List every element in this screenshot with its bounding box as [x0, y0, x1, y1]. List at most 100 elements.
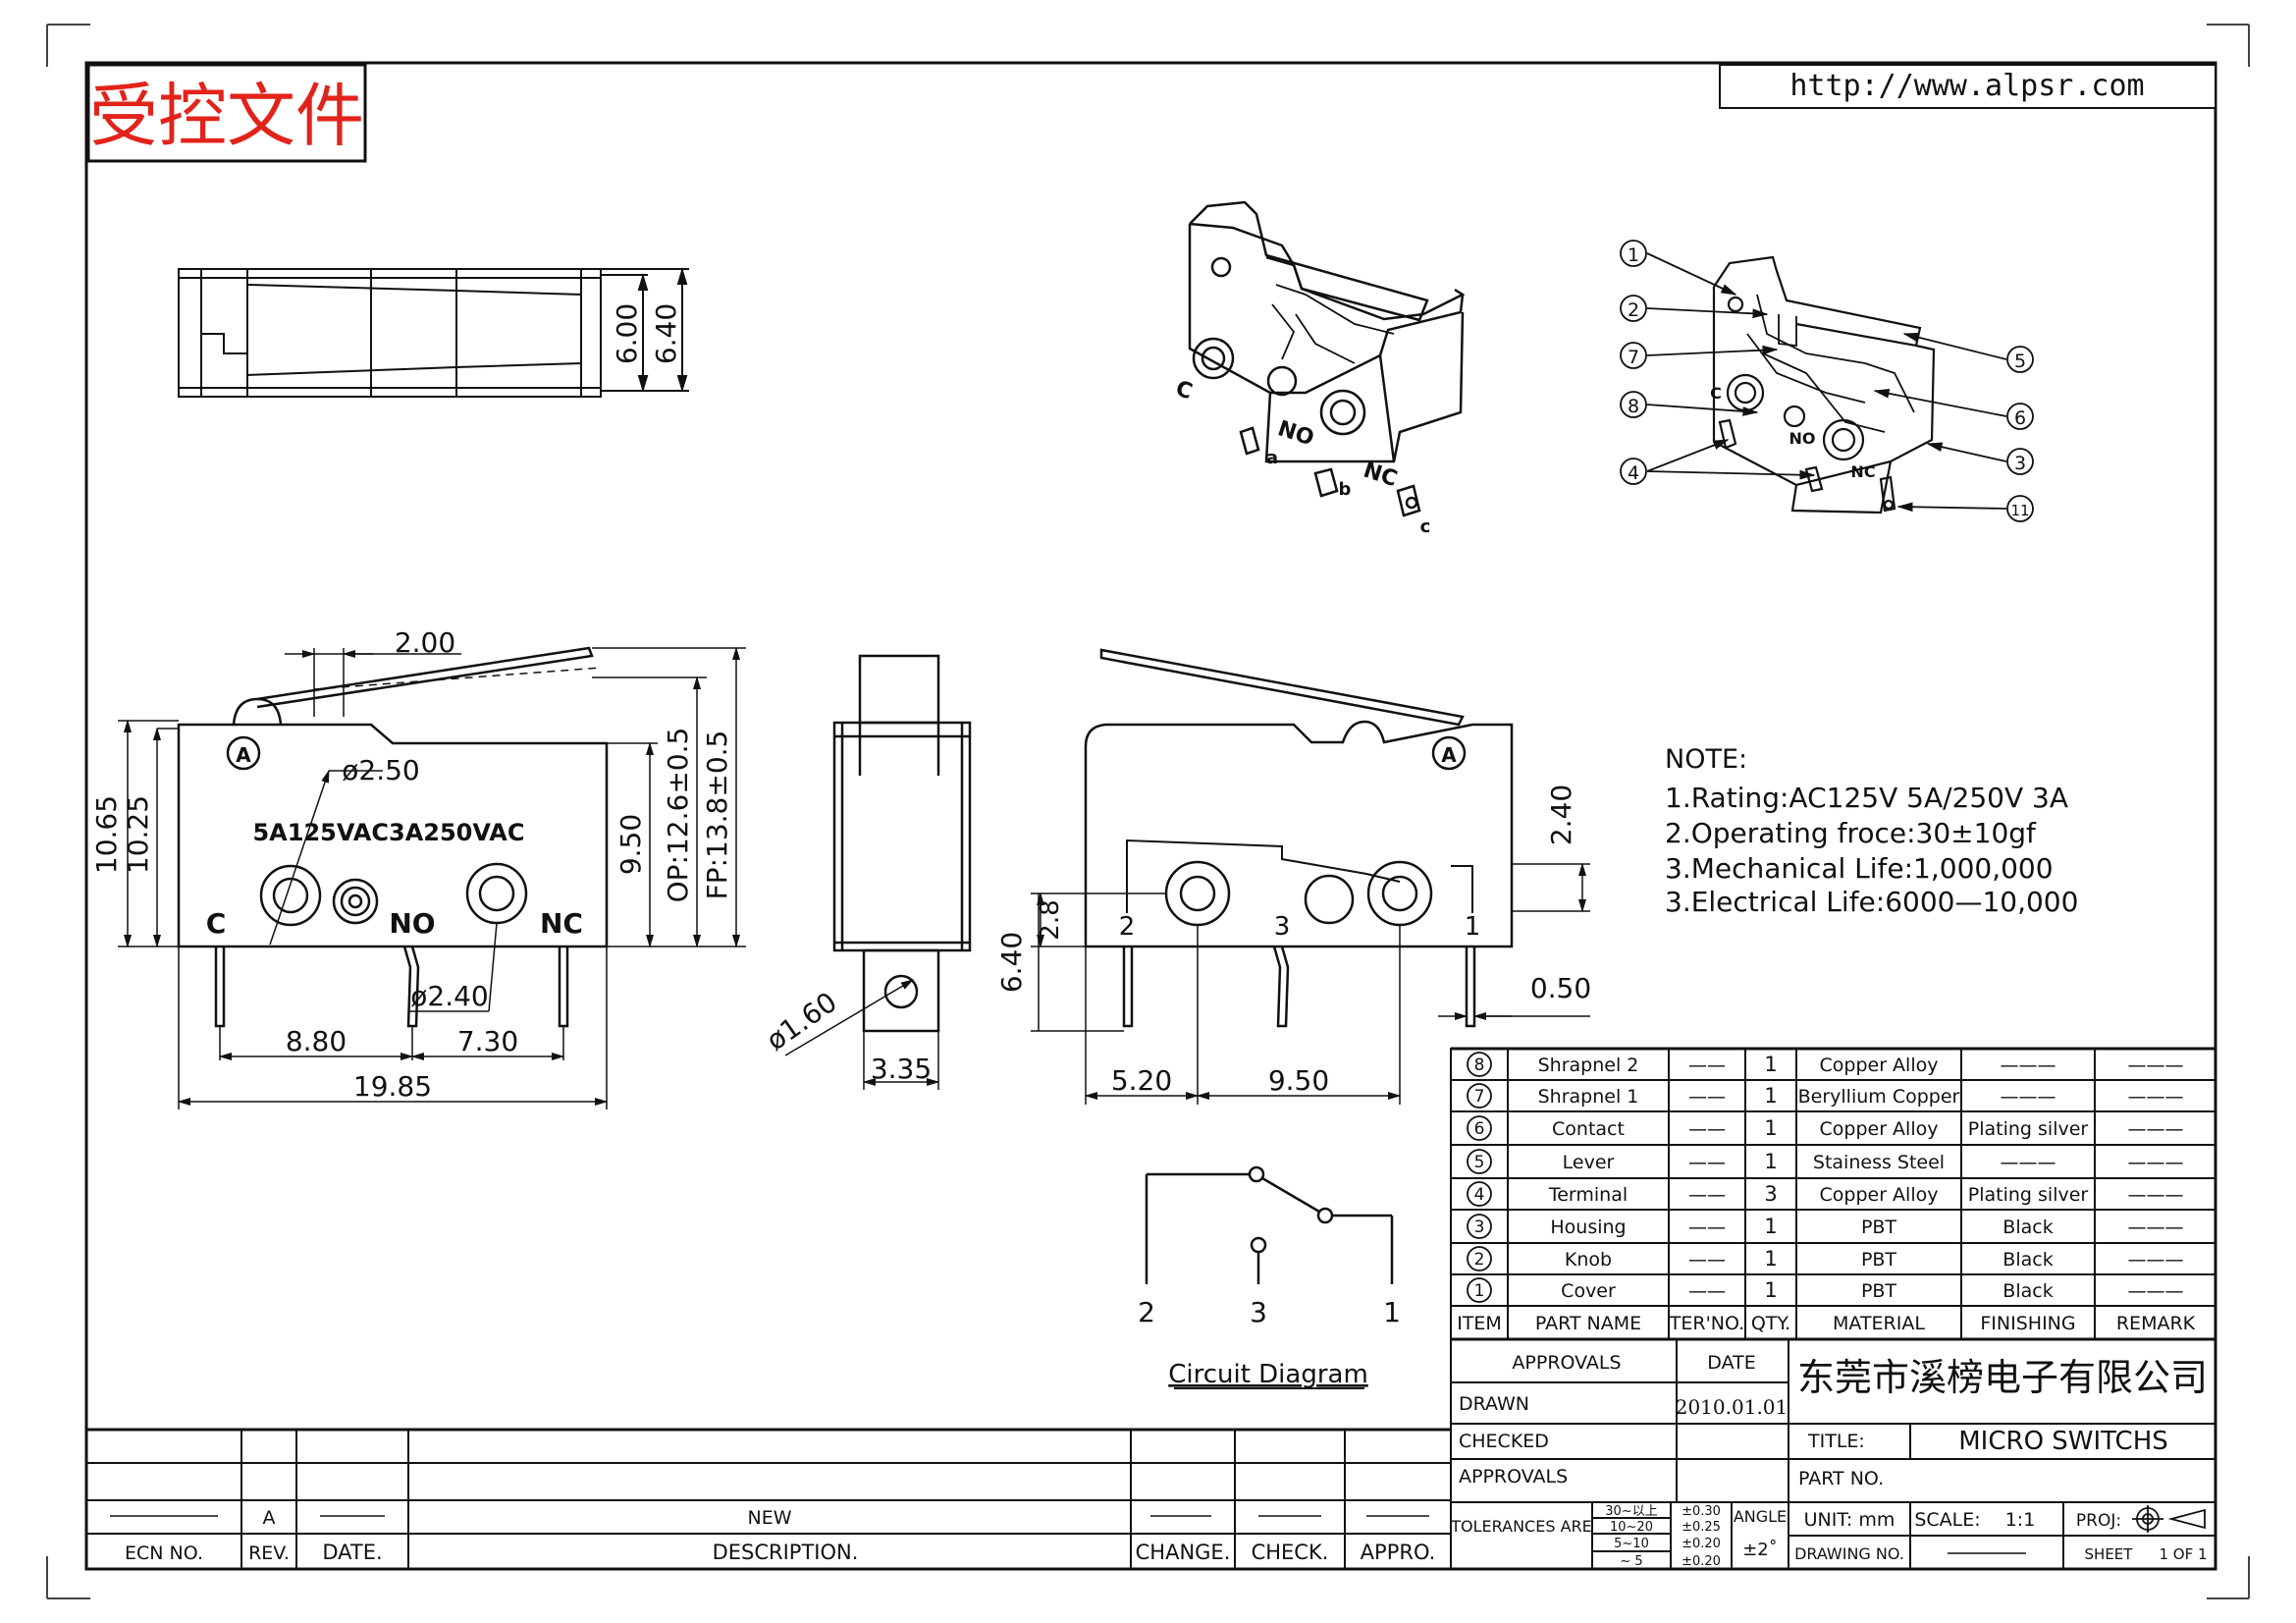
callout-leaders: [1620, 240, 2034, 522]
isometric-view: [1188, 200, 1466, 517]
bom-cell-finishing: Black: [2002, 1249, 2053, 1271]
internal-pin-1: 1: [1465, 912, 1481, 942]
dim-front-10-65: 10.65: [90, 795, 123, 874]
iso-label-c: C: [1172, 376, 1195, 405]
bom-item-circle: [1467, 1052, 1492, 1077]
iso-label-cc: c: [1420, 516, 1431, 537]
rev-row-rev: A: [263, 1507, 276, 1529]
tb-angle-label: ANGLE: [1734, 1507, 1787, 1526]
bom-header-item: ITEM: [1457, 1313, 1502, 1334]
bom-cell-finishing: ———: [2001, 1055, 2056, 1076]
dim-front-19-85: 19.85: [353, 1070, 432, 1103]
tb-tol-value-3: ±0.20: [1682, 1537, 1721, 1551]
bom-cell-part-name: Cover: [1561, 1280, 1616, 1302]
bom-cell-ter-no: ——: [1688, 1152, 1726, 1173]
bom-cell-part-name: Knob: [1565, 1249, 1612, 1271]
rev-header-check: CHECK.: [1252, 1541, 1329, 1564]
tb-scale-value: 1:1: [2005, 1509, 2036, 1531]
dim-front-10-25: 10.25: [122, 795, 154, 874]
tb-tol-value-2: ±0.25: [1682, 1520, 1721, 1535]
bom-cell-finishing: Black: [2002, 1280, 2053, 1302]
tb-tol-range-4: ~ 5: [1620, 1554, 1642, 1569]
bom-cell-ter-no: ——: [1688, 1118, 1726, 1140]
bom-cell-ter-no: ——: [1688, 1280, 1726, 1302]
side-view: [784, 654, 972, 1090]
bom-cell-item: 5: [1474, 1153, 1485, 1172]
tb-title-value: MICRO SWITCHS: [1958, 1427, 2168, 1456]
iso-label-no: NO: [1274, 416, 1316, 451]
dim-internal-6-40: 6.40: [995, 932, 1028, 993]
tb-angle-value: ±2˚: [1742, 1540, 1778, 1560]
callout-6: 6: [2014, 407, 2026, 429]
bom-item-circle: [1467, 1277, 1492, 1303]
tb-sheet-label: SHEET: [2085, 1545, 2134, 1563]
bom-cell-finishing: ———: [2001, 1086, 2056, 1108]
internal-pin-2: 2: [1119, 912, 1136, 942]
bom-cell-remark: ———: [2128, 1184, 2184, 1206]
bom-cell-remark: ———: [2128, 1217, 2184, 1238]
circuit-pin-3: 3: [1250, 1296, 1267, 1328]
dim-top-6-40: 6.40: [650, 303, 682, 364]
tb-tolerances-label: TOLERANCES ARE: [1450, 1517, 1591, 1536]
bom-cell-finishing: Plating silver: [1968, 1184, 2089, 1206]
dim-front-8-80: 8.80: [286, 1025, 347, 1057]
internal-logo-mark: A: [1441, 743, 1457, 767]
dim-front-2-00: 2.00: [395, 626, 455, 659]
bom-cell-qty: 1: [1764, 1053, 1777, 1076]
tb-unit: UNIT: mm: [1804, 1509, 1896, 1531]
bom-item-circle: [1467, 1214, 1492, 1239]
callout-7: 7: [1628, 347, 1639, 368]
bom-cell-part-name: Terminal: [1548, 1184, 1628, 1206]
dim-internal-5-20: 5.20: [1111, 1064, 1172, 1097]
tb-part-no-label: PART NO.: [1798, 1468, 1884, 1489]
bom-cell-item: 7: [1474, 1087, 1485, 1107]
tb-drawn-date: 2010.01.01: [1676, 1395, 1789, 1419]
rev-header-description: DESCRIPTION.: [713, 1541, 859, 1564]
bom-cell-material: Copper Alloy: [1820, 1118, 1939, 1140]
bom-header-finishing: FINISHING: [1980, 1313, 2075, 1334]
dim-internal-2-40: 2.40: [1545, 784, 1577, 845]
dim-internal-9-50: 9.50: [1268, 1064, 1329, 1097]
iso-label-nc: NC: [1361, 459, 1401, 492]
bom-cell-remark: ———: [2128, 1280, 2184, 1302]
bom-cell-material: Stainess Steel: [1813, 1152, 1945, 1173]
bom-cell-qty: 1: [1764, 1247, 1777, 1271]
exploded-no: NO: [1789, 429, 1816, 448]
rev-header-date: DATE.: [322, 1541, 382, 1564]
bom-item-circle: [1467, 1181, 1492, 1207]
bom-cell-qty: 1: [1764, 1278, 1777, 1302]
bom-cell-material: Beryllium Copper: [1798, 1086, 1960, 1108]
bom-cell-material: PBT: [1861, 1280, 1896, 1302]
bom-cell-ter-no: ——: [1688, 1086, 1726, 1108]
circuit-caption: Circuit Diagram: [1168, 1360, 1368, 1389]
bom-cell-part-name: Shrapnel 1: [1538, 1086, 1639, 1108]
bom-cell-item: 6: [1474, 1119, 1485, 1139]
bom-item-circle: [1467, 1083, 1492, 1109]
internal-view: [1031, 648, 1590, 1105]
bom-cell-part-name: Shrapnel 2: [1538, 1055, 1639, 1076]
callout-8: 8: [1628, 396, 1639, 417]
bom-cell-part-name: Housing: [1550, 1217, 1626, 1238]
note-line-4: 3.Electrical Life:6000—10,000: [1665, 886, 2078, 918]
sheet-border: [84, 61, 2217, 1571]
revision-table-grid: [86, 1339, 1452, 1569]
bom-cell-ter-no: ——: [1688, 1217, 1726, 1238]
note-line-1: 1.Rating:AC125V 5A/250V 3A: [1665, 782, 2068, 814]
rev-row-desc: NEW: [747, 1507, 791, 1529]
internal-pin-3: 3: [1274, 912, 1291, 942]
front-rating-label: 5A125VAC3A250VAC: [252, 819, 524, 846]
exploded-nc: NC: [1850, 462, 1875, 481]
dim-front-9-50: 9.50: [614, 814, 647, 875]
bom-cell-remark: ———: [2128, 1118, 2184, 1140]
iso-label-a: a: [1266, 448, 1278, 468]
circuit-pin-1: 1: [1383, 1296, 1401, 1328]
callout-3: 3: [2014, 453, 2026, 474]
note-line-3: 3.Mechanical Life:1,000,000: [1665, 852, 2054, 885]
bom-cell-remark: ———: [2128, 1086, 2184, 1108]
bom-cell-qty: 1: [1764, 1215, 1777, 1238]
